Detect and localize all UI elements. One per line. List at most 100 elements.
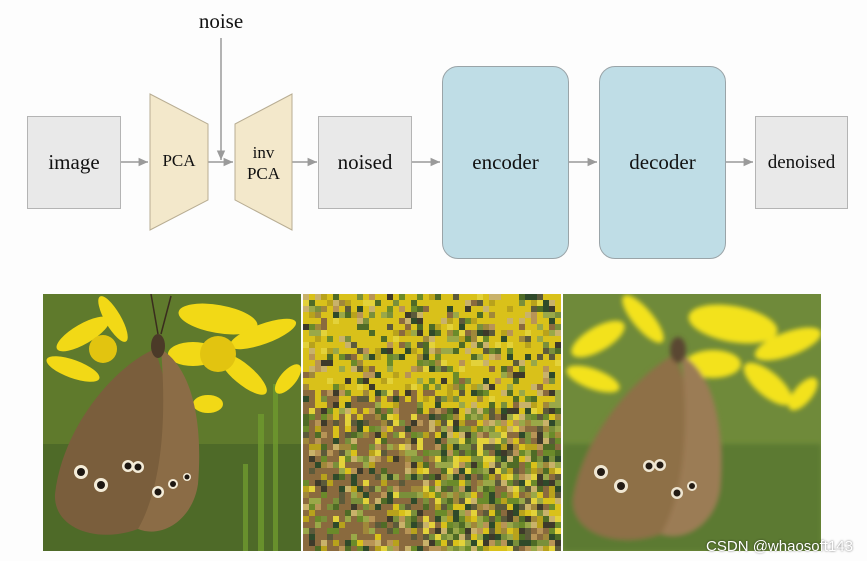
noise-pixel — [477, 504, 483, 510]
noise-pixel — [465, 486, 471, 492]
noise-pixel — [339, 312, 345, 318]
noise-pixel — [549, 438, 555, 444]
noise-pixel — [423, 372, 429, 378]
noise-pixel — [537, 528, 543, 534]
noise-pixel — [483, 522, 489, 528]
noise-pixel — [345, 540, 351, 546]
noise-pixel — [339, 318, 345, 324]
noise-pixel — [465, 396, 471, 402]
noise-pixel — [531, 300, 537, 306]
noise-pixel — [321, 384, 327, 390]
noise-pixel — [471, 474, 477, 480]
noise-pixel — [549, 354, 555, 360]
noise-pixel — [525, 438, 531, 444]
noise-pixel — [519, 486, 525, 492]
noise-pixel — [441, 528, 447, 534]
noise-pixel — [357, 294, 363, 300]
noise-pixel — [459, 540, 465, 546]
noise-pixel — [363, 534, 369, 540]
noise-pixel — [471, 336, 477, 342]
noise-pixel — [339, 384, 345, 390]
noise-pixel — [315, 426, 321, 432]
noise-pixel — [345, 420, 351, 426]
noise-pixel — [339, 300, 345, 306]
noise-pixel — [501, 504, 507, 510]
noise-pixel — [309, 378, 315, 384]
noise-pixel — [453, 516, 459, 522]
noise-pixel — [501, 342, 507, 348]
noise-pixel — [315, 456, 321, 462]
noise-pixel — [429, 324, 435, 330]
noise-pixel — [309, 312, 315, 318]
noise-pixel — [321, 342, 327, 348]
noise-pixel — [531, 414, 537, 420]
noise-pixel — [495, 318, 501, 324]
noise-pixel — [543, 462, 549, 468]
noise-pixel — [303, 378, 309, 384]
noise-pixel — [375, 300, 381, 306]
noise-pixel — [381, 534, 387, 540]
noise-pixel — [333, 504, 339, 510]
noise-pixel — [507, 330, 513, 336]
noise-pixel — [495, 546, 501, 551]
noise-pixel — [333, 324, 339, 330]
noise-pixel — [495, 474, 501, 480]
noise-pixel — [465, 330, 471, 336]
noise-pixel — [405, 546, 411, 551]
noise-pixel — [405, 510, 411, 516]
noise-pixel — [555, 420, 561, 426]
noise-pixel — [381, 336, 387, 342]
noise-pixel — [393, 486, 399, 492]
noise-pixel — [327, 492, 333, 498]
noise-pixel — [351, 456, 357, 462]
noise-pixel — [345, 498, 351, 504]
noise-pixel — [465, 366, 471, 372]
noise-pixel — [327, 432, 333, 438]
noise-pixel — [423, 546, 429, 551]
noise-pixel — [309, 516, 315, 522]
noise-pixel — [543, 546, 549, 551]
noise-pixel — [483, 324, 489, 330]
noise-pixel — [513, 546, 519, 551]
noise-pixel — [417, 462, 423, 468]
noise-pixel — [303, 534, 309, 540]
noise-pixel — [369, 462, 375, 468]
noise-pixel — [549, 384, 555, 390]
noise-pixel — [393, 348, 399, 354]
noise-pixel — [339, 324, 345, 330]
noise-pixel — [315, 414, 321, 420]
noise-pixel — [345, 294, 351, 300]
noise-pixel — [531, 354, 537, 360]
noise-pixel — [525, 498, 531, 504]
noise-pixel — [405, 348, 411, 354]
noise-pixel — [543, 402, 549, 408]
noise-pixel — [303, 348, 309, 354]
noise-pixel — [471, 324, 477, 330]
noise-pixel — [315, 522, 321, 528]
noised-butterfly-photo — [303, 294, 561, 551]
noise-pixel — [333, 360, 339, 366]
noise-pixel — [399, 402, 405, 408]
noise-pixel — [393, 378, 399, 384]
noise-pixel — [309, 474, 315, 480]
noise-pixel — [411, 504, 417, 510]
noise-pixel — [375, 360, 381, 366]
noise-pixel — [477, 546, 483, 551]
noise-pixel — [555, 342, 561, 348]
noise-pixel — [375, 402, 381, 408]
noise-pixel — [309, 360, 315, 366]
noise-pixel — [417, 510, 423, 516]
noise-pixel — [477, 540, 483, 546]
noise-pixel — [519, 516, 525, 522]
noise-pixel — [363, 390, 369, 396]
noise-pixel — [411, 450, 417, 456]
noise-pixel — [459, 420, 465, 426]
noise-pixel — [507, 402, 513, 408]
noise-pixel — [513, 360, 519, 366]
noise-pixel — [531, 360, 537, 366]
noise-pixel — [495, 522, 501, 528]
noise-pixel — [555, 474, 561, 480]
noise-pixel — [333, 402, 339, 408]
noise-pixel — [429, 300, 435, 306]
noise-pixel — [327, 486, 333, 492]
